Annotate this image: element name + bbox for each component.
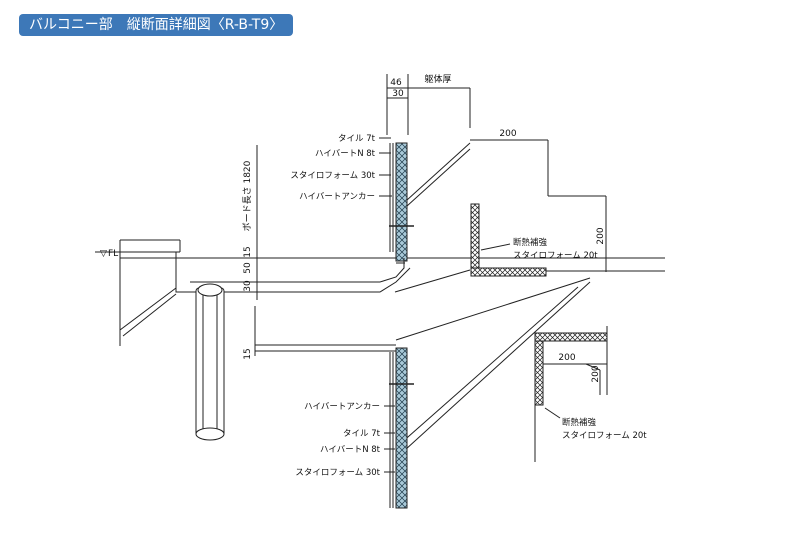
upper-label-anchor: ハイバートアンカー <box>299 192 375 202</box>
dim-46: 46 <box>390 78 402 88</box>
upper-label-styrofoam: スタイロフォーム 30t <box>290 171 375 181</box>
dim-30: 30 <box>392 89 404 99</box>
upper-label-hybert: ハイバートN 8t <box>315 149 376 159</box>
lower-label-styrofoam: スタイロフォーム 30t <box>295 468 380 478</box>
dim-15-upper: 15 <box>243 246 253 257</box>
dim-200-lower: 200 <box>558 353 575 363</box>
dim-200-top: 200 <box>499 129 516 139</box>
dim-50: 50 <box>243 262 253 274</box>
insul-lower-title: 断熱補強 <box>562 417 597 428</box>
insul-lower-material: スタイロフォーム 20t <box>562 431 647 441</box>
dim-board-length: ボード長さ 1820 <box>242 160 253 231</box>
lower-label-tile: タイル 7t <box>343 429 381 439</box>
lower-label-anchor: ハイバートアンカー <box>304 402 380 412</box>
fl-label: ▽ <box>100 249 107 259</box>
dim-200-lower-side: 200 <box>591 365 601 382</box>
insul-upper-material: スタイロフォーム 20t <box>513 251 598 261</box>
page-title: バルコニー部 縦断面詳細図〈R-B-T9〉 <box>19 14 294 36</box>
fl-text: FL <box>108 249 118 259</box>
lower-label-hybert: ハイバートN 8t <box>320 445 381 455</box>
upper-label-tile: タイル 7t <box>338 134 376 144</box>
insul-upper-title: 断熱補強 <box>513 237 548 248</box>
dim-15-lower: 15 <box>243 348 253 359</box>
dim-30: 30 <box>243 280 253 292</box>
dim-kutai: 躯体厚 <box>424 73 451 85</box>
dim-200-side: 200 <box>596 227 606 244</box>
